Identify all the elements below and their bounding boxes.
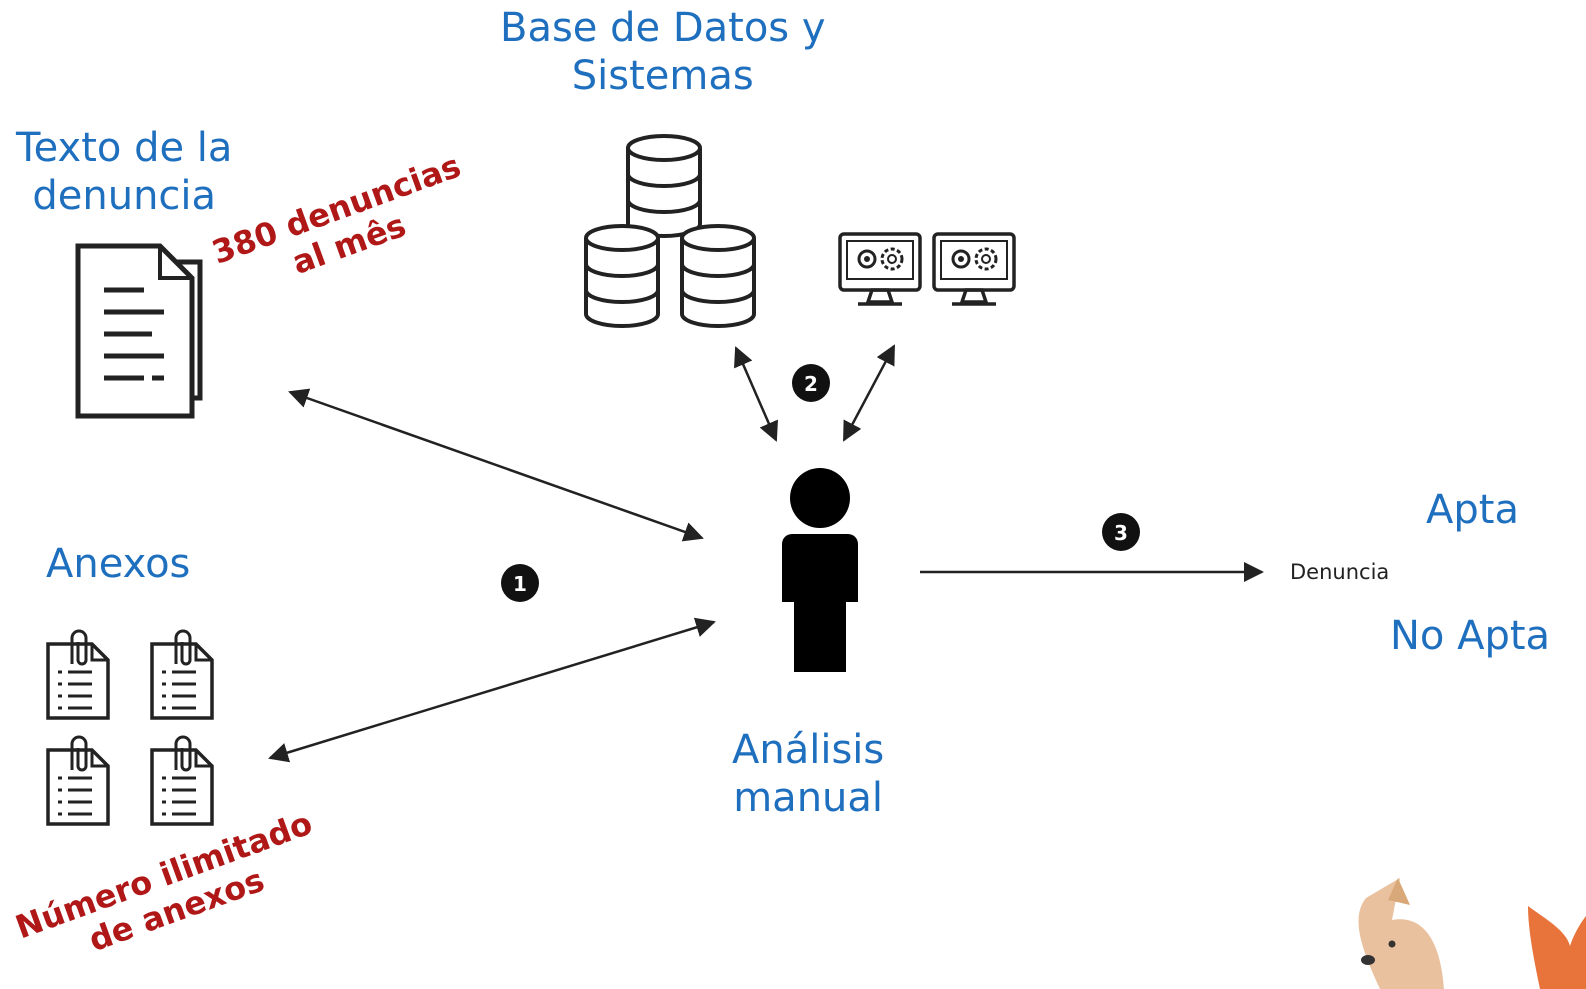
apta-label: Apta <box>1426 487 1519 533</box>
flow-arrows <box>268 344 1264 763</box>
step-badge-3: 3 <box>1102 513 1140 551</box>
attachment-icon <box>46 629 214 826</box>
annexes-label: Anexos <box>46 541 191 587</box>
svg-text:2: 2 <box>804 372 818 396</box>
fox-mascot-icon <box>1358 878 1586 989</box>
svg-text:3: 3 <box>1114 521 1128 545</box>
manual-analysis-label: Análisis manual <box>732 727 885 821</box>
database-icon <box>584 134 756 328</box>
computer-gears-icon <box>838 232 1016 306</box>
svg-text:1: 1 <box>513 572 527 596</box>
document-icon <box>75 243 203 419</box>
denuncia-output-label: Denuncia <box>1290 560 1390 584</box>
no-apta-label: No Apta <box>1390 613 1551 659</box>
step-badge-2: 2 <box>792 364 830 402</box>
person-icon <box>782 468 858 672</box>
complaint-text-label: Texto de la denuncia <box>16 125 233 219</box>
step-badge-1: 1 <box>501 564 539 602</box>
database-systems-label: Base de Datos y Sistemas <box>500 5 826 99</box>
